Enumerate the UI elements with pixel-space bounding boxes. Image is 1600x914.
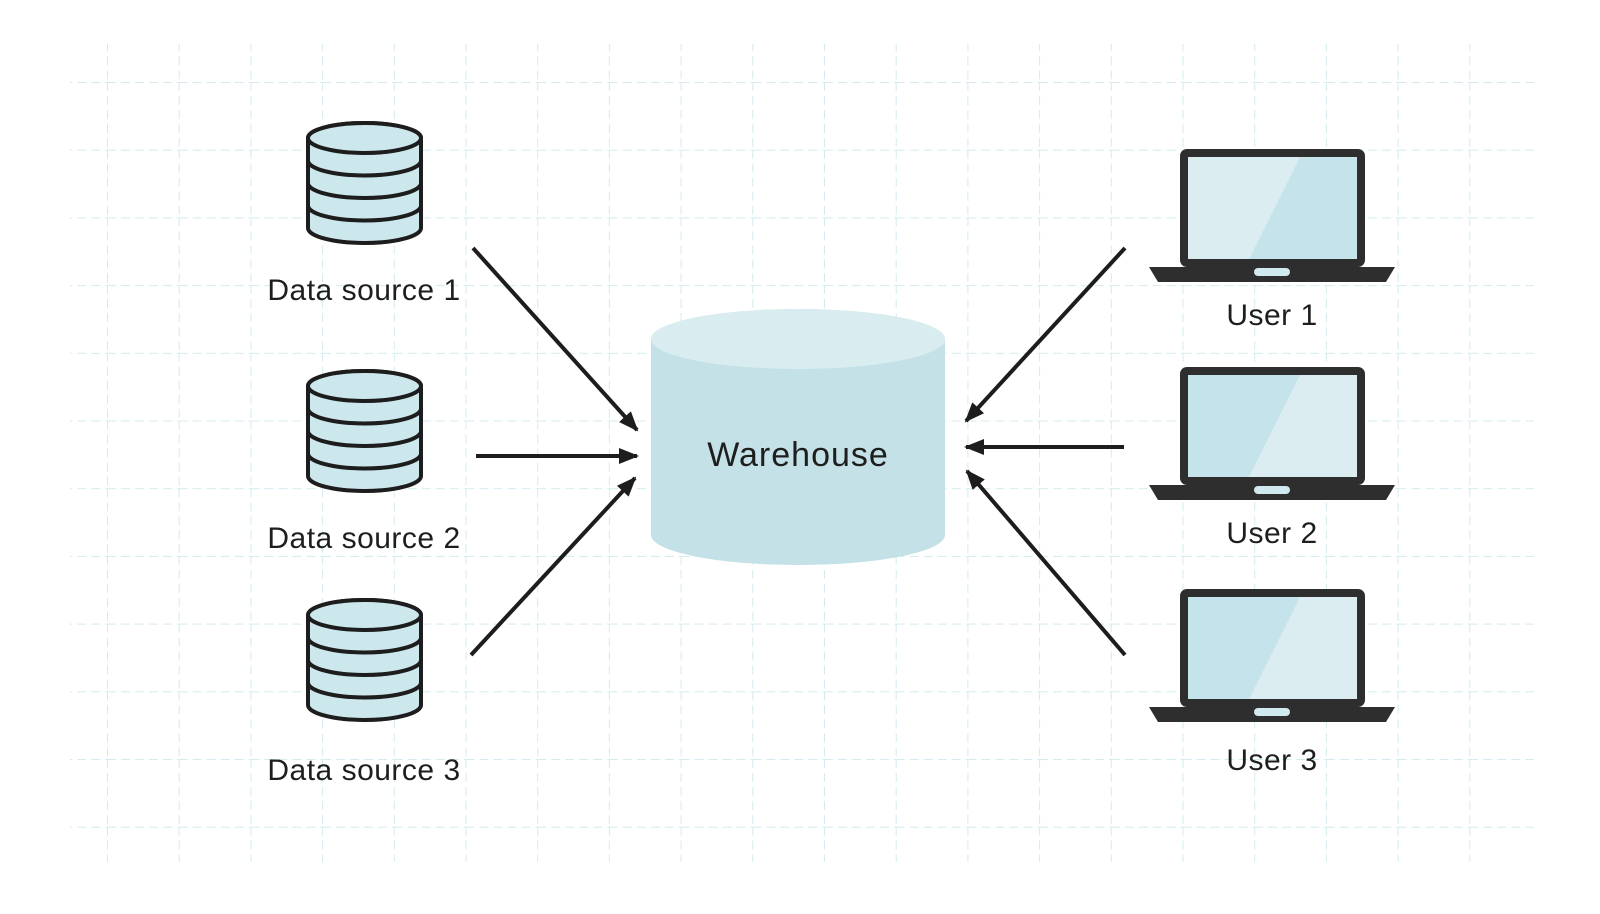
data-source-1-label: Data source 1 (267, 274, 460, 307)
warehouse-cylinder-top (651, 309, 945, 369)
arrows-left (469, 246, 639, 657)
database-icon (306, 369, 423, 493)
warehouse-cylinder-body (651, 309, 945, 565)
database-icon (306, 598, 423, 722)
data-source-2-label: Data source 2 (267, 522, 460, 555)
laptop-icon (1149, 589, 1395, 722)
database-icon (306, 121, 423, 245)
arrow-data-source-3-to-warehouse (469, 476, 637, 657)
user-3-node: User 3 (1149, 589, 1395, 777)
warehouse-node: Warehouse (651, 309, 945, 565)
arrow-data-source-1-to-warehouse (471, 246, 639, 432)
warehouse-label: Warehouse (707, 436, 889, 474)
arrow-user-3-to-warehouse (965, 469, 1127, 657)
data-source-3-node: Data source 3 (267, 598, 460, 787)
arrows-right (964, 246, 1127, 657)
data-source-3-label: Data source 3 (267, 754, 460, 787)
user-3-label: User 3 (1226, 744, 1317, 777)
laptop-icon (1149, 149, 1395, 282)
laptop-icon (1149, 367, 1395, 500)
data-source-2-node: Data source 2 (267, 369, 460, 555)
user-2-label: User 2 (1226, 517, 1317, 550)
data-source-1-node: Data source 1 (267, 121, 460, 307)
user-2-node: User 2 (1149, 367, 1395, 550)
user-1-node: User 1 (1149, 149, 1395, 332)
user-1-label: User 1 (1226, 299, 1317, 332)
arrow-user-1-to-warehouse (964, 246, 1127, 423)
